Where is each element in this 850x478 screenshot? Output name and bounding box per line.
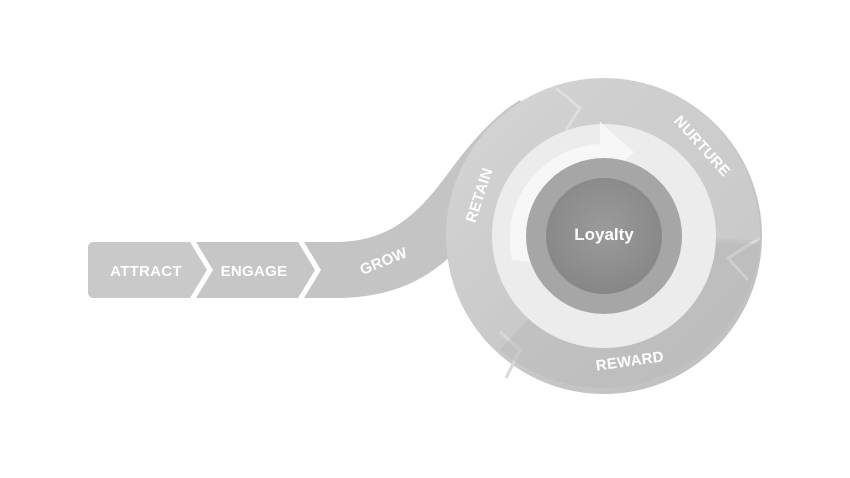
stage-label-attract: ATTRACT [110, 263, 182, 280]
center-label: Loyalty [574, 225, 634, 244]
band-segment-engage [196, 242, 315, 298]
ring-separator-top [555, 86, 582, 131]
band-segment-attract [88, 242, 207, 298]
core-inner [546, 178, 662, 294]
ring-separator-bottom [498, 330, 522, 379]
cycle-arrow-icon [509, 122, 634, 262]
stage-label-engage: ENGAGE [221, 263, 288, 280]
ring-separator-right [725, 236, 761, 282]
